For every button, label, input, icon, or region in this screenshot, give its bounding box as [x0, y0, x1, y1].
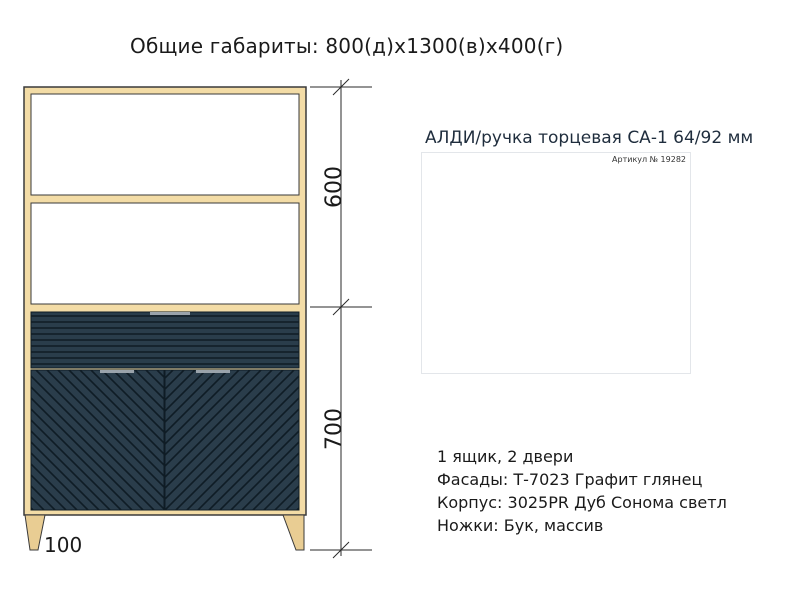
article-number: Артикул № 19282 [612, 155, 686, 164]
right-door-texture-line [219, 429, 299, 510]
right-door-texture-line [175, 385, 299, 510]
right-door-texture-line [165, 370, 240, 446]
left-door-texture-line [57, 370, 164, 478]
right-door-texture-line [165, 370, 229, 435]
right-door-texture-line [252, 462, 299, 510]
left-door-texture-line [31, 385, 155, 510]
left-door-texture-line [31, 440, 100, 510]
right-door-texture-line [208, 418, 299, 510]
left-door-texture-line [31, 407, 133, 510]
right-door-texture-line [165, 370, 284, 490]
right-door-texture-line [285, 495, 299, 510]
right-door-texture-line [274, 484, 299, 510]
upper-height-label: 600 [322, 166, 347, 208]
spec-legs: Ножки: Бук, массив [437, 516, 604, 535]
right-door-texture-line [241, 451, 299, 510]
left-door-texture-line [31, 462, 78, 510]
spec-configuration: 1 ящик, 2 двери [437, 447, 574, 466]
right-door-texture-line [165, 370, 196, 402]
lower-height-label: 700 [322, 408, 347, 450]
left-door-texture-line [134, 370, 164, 401]
left-door-texture-line [0, 370, 22, 510]
right-leg [282, 514, 305, 551]
left-door-texture-line [31, 473, 67, 510]
right-door-handle [196, 370, 230, 373]
left-door-texture-line [31, 451, 89, 510]
left-door-texture-line [31, 484, 56, 510]
right-door-texture [165, 370, 299, 510]
dimension-lines [310, 78, 372, 559]
left-door-texture-line [112, 370, 164, 423]
right-door-texture-line [165, 370, 273, 479]
left-door-texture-line [31, 418, 122, 510]
left-door-texture-line [46, 370, 164, 489]
drawer-texture [31, 315, 299, 365]
left-door-texture-line [79, 370, 164, 456]
specifications-list: 1 ящик, 2 двери Фасады: Т-7023 Графит гл… [437, 445, 727, 537]
spec-facades: Фасады: Т-7023 Графит глянец [437, 470, 703, 489]
left-door-texture-line [68, 370, 164, 467]
handle-product-card: Артикул № 19282 [421, 152, 691, 374]
left-door-texture-line [31, 396, 144, 510]
left-door-texture-line [90, 370, 164, 445]
left-door-texture-line [31, 429, 111, 510]
upper-shelf-compartment [30, 93, 300, 196]
handle-product-title: АЛДИ/ручка торцевая СА-1 64/92 мм [425, 128, 754, 148]
right-door-texture-line [263, 473, 299, 510]
spec-carcass: Корпус: 3025PR Дуб Сонома светл [437, 493, 727, 512]
right-door-texture-line [165, 370, 295, 501]
left-door-texture [0, 370, 164, 510]
overall-dimensions-title: Общие габариты: 800(д)х1300(в)х400(г) [130, 34, 564, 58]
right-door-texture-line [165, 370, 218, 424]
right-door-texture-line [186, 396, 299, 510]
left-door-texture-line [35, 370, 164, 500]
left-door-texture-line [101, 370, 164, 434]
left-door-handle [100, 370, 134, 373]
right-door-texture-line [165, 370, 262, 468]
left-leg [24, 514, 46, 551]
left-door-texture-line [123, 370, 164, 412]
right-door-texture-line [165, 370, 207, 413]
right-door-texture-line [165, 374, 299, 510]
leg-height-label: 100 [44, 533, 83, 557]
right-door-texture-line [296, 506, 299, 510]
right-door-texture-line [165, 370, 251, 457]
right-door-texture-line [230, 440, 299, 510]
left-door-texture-line [31, 374, 164, 510]
drawer-handle [150, 312, 190, 315]
lower-shelf-compartment [30, 202, 300, 305]
left-door-texture-line [0, 370, 11, 510]
right-door-texture-line [197, 407, 299, 510]
